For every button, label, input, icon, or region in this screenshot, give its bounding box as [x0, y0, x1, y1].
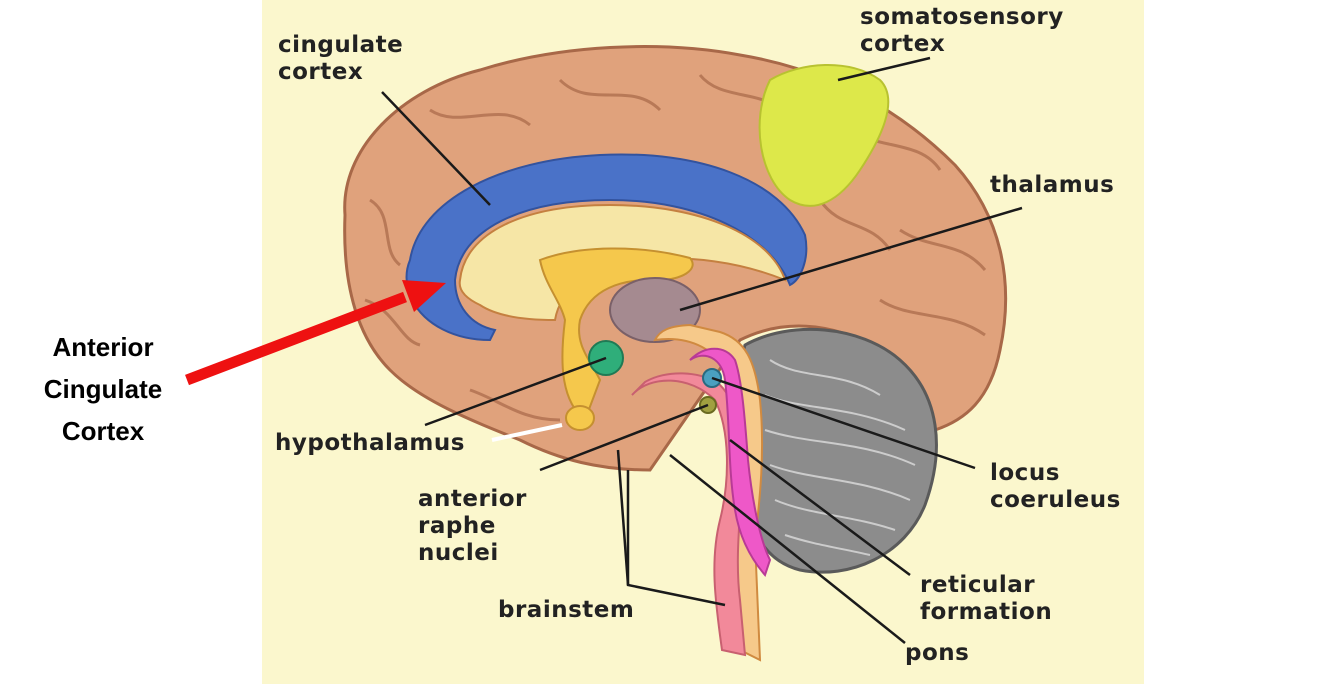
pons-leader [669, 454, 906, 644]
callout-arrow-head [402, 280, 446, 312]
thalamus-leader [679, 206, 1023, 312]
label-anterior-raphe-nuclei: anterior raphe nuclei [418, 486, 527, 566]
label-somatosensory-cortex: somatosensory cortex [860, 4, 1064, 57]
cingulate-cortex-region [405, 153, 808, 342]
callout-anterior-cingulate-cortex: Anterior Cingulate Cortex [43, 332, 163, 446]
raphe-leader [539, 403, 709, 472]
fornix [538, 247, 694, 422]
pituitary [565, 405, 595, 431]
cingulate-leader [381, 91, 491, 206]
label-brainstem: brainstem [498, 597, 635, 623]
label-thalamus: thalamus [990, 172, 1115, 198]
brainstem-bracket [616, 449, 726, 607]
hypothalamus-white-line [491, 423, 563, 442]
label-cingulate-cortex: cingulate cortex [278, 32, 404, 85]
label-reticular-formation: reticular formation [920, 572, 1053, 625]
somatosensory-leader [837, 56, 931, 82]
callout-arrow-shaft [185, 291, 407, 386]
label-hypothalamus: hypothalamus [275, 430, 465, 456]
somatosensory-cortex-region [758, 64, 890, 207]
label-locus-coeruleus: locus coeruleus [990, 460, 1121, 513]
label-pons: pons [905, 640, 970, 666]
hypothalamus-leader [424, 356, 607, 427]
leader-lines [381, 56, 1023, 644]
reticular-leader [729, 439, 911, 576]
locus-leader [711, 376, 976, 470]
